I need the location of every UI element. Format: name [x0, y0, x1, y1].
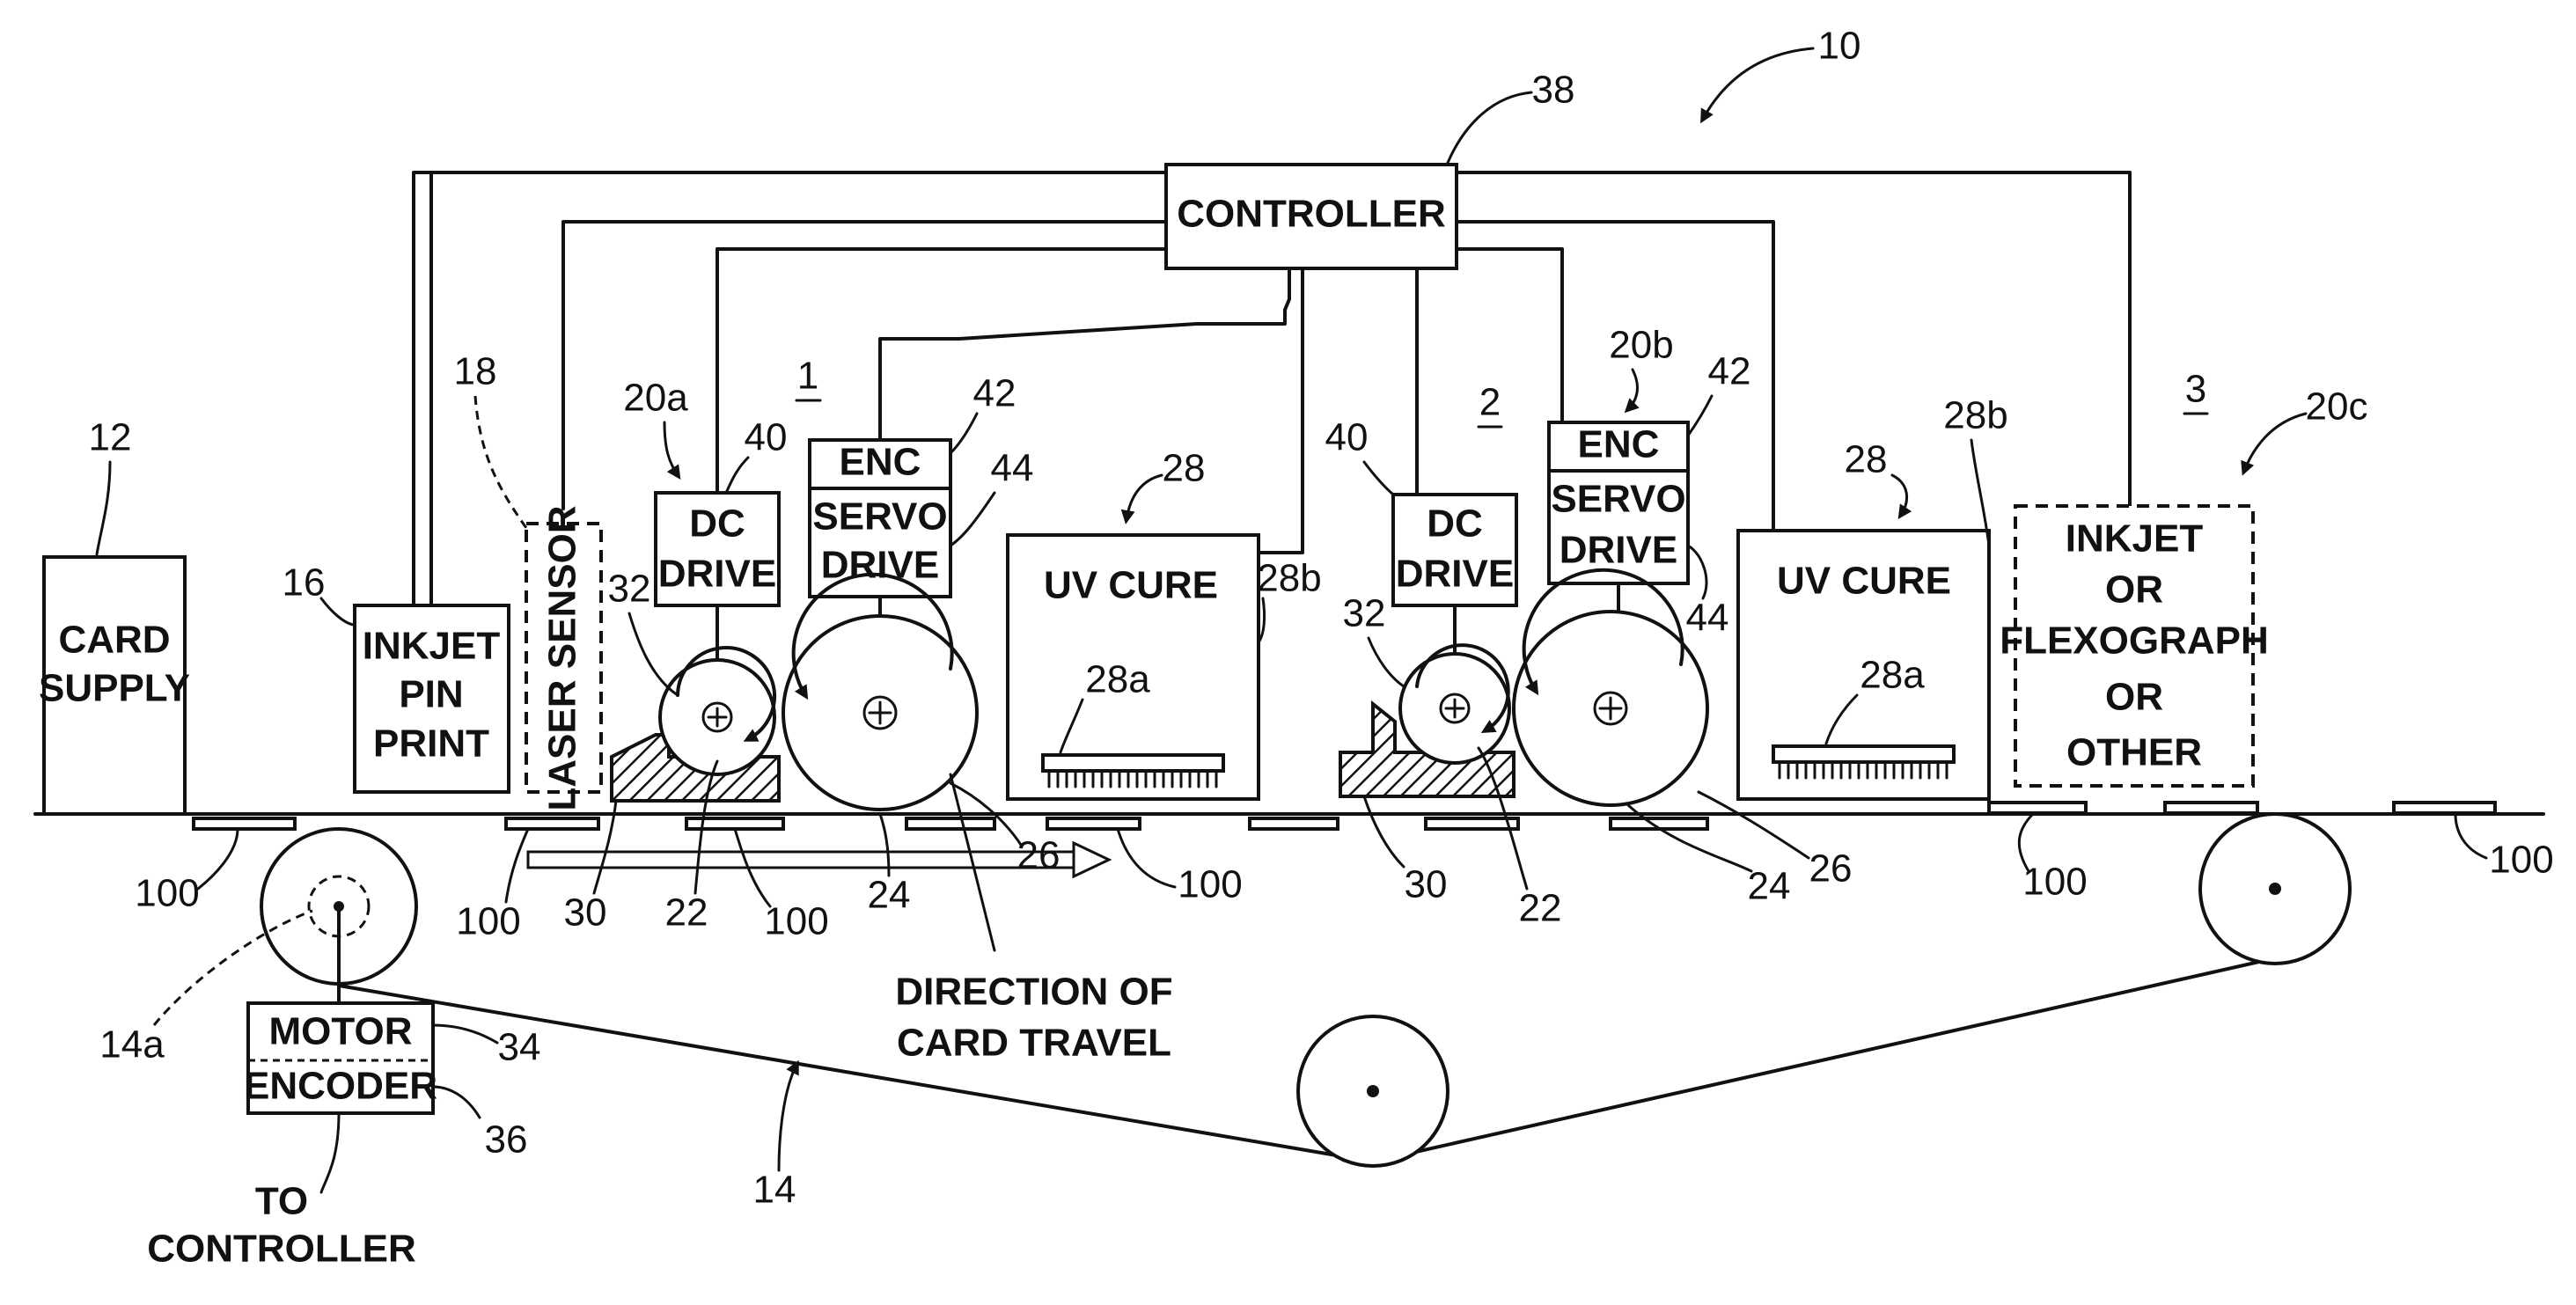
diagram-label: 44 — [991, 447, 1034, 490]
diagram-label: 32 — [608, 568, 651, 611]
diagram-label: OR — [2105, 568, 2163, 612]
diagram-label: INKJET — [2066, 517, 2204, 561]
diagram-label: 42 — [1708, 350, 1751, 393]
diagram-label: 28 — [1845, 438, 1888, 481]
diagram-label: UV CURE — [1044, 564, 1218, 607]
diagram-label: PIN — [399, 673, 463, 716]
diagram-label: 28b — [1943, 394, 2007, 437]
controller-box: CONTROLLER — [1166, 165, 1457, 268]
diagram-label: DRIVE — [1560, 529, 1677, 572]
diagram-label: CONTROLLER — [147, 1228, 416, 1271]
diagram-label: FLEXOGRAPH — [2000, 620, 2269, 663]
station-2: DC DRIVE ENC SERVO DRIVE UV CURE — [1340, 422, 1989, 805]
diagram-label: 22 — [1519, 887, 1562, 930]
diagram-label: 20a — [623, 377, 688, 420]
diagram-label: 36 — [485, 1118, 528, 1162]
inkjet-pin-print-block: INKJET PIN PRINT — [355, 172, 509, 792]
diagram-label: CARD — [58, 619, 170, 662]
diagram-label: 28a — [1860, 654, 1925, 697]
diagram-label: 18 — [454, 350, 497, 393]
diagram-label: LASER SENSOR — [541, 505, 584, 810]
diagram-label: CARD TRAVEL — [897, 1022, 1171, 1065]
diagram-label: 34 — [498, 1026, 541, 1069]
diagram-label: OTHER — [2066, 731, 2202, 774]
diagram-label: 44 — [1686, 597, 1729, 640]
diagram-label: 30 — [564, 891, 607, 935]
diagram-label: INKJET — [363, 625, 501, 668]
diagram-label: TO — [255, 1180, 308, 1223]
card-supply-block: CARD SUPPLY — [39, 557, 190, 814]
diagram-label: 30 — [1405, 863, 1448, 906]
diagram-label: 32 — [1343, 592, 1386, 635]
diagram-label: DC — [689, 502, 745, 546]
diagram-label: 38 — [1532, 69, 1575, 112]
diagram-label: 28a — [1085, 658, 1150, 701]
diagram-label: ENC — [840, 441, 921, 484]
diagram-label: 3 — [2185, 368, 2206, 411]
diagram-label: 16 — [283, 561, 326, 605]
diagram-label: SUPPLY — [39, 667, 190, 710]
diagram-label: 20b — [1609, 324, 1673, 367]
diagram-label: DRIVE — [821, 544, 939, 587]
diagram-label: OR — [2105, 676, 2163, 719]
diagram-label: 24 — [868, 874, 911, 917]
station-3-block: INKJET OR FLEXOGRAPH OR OTHER — [2000, 506, 2269, 786]
diagram-label: DRIVE — [658, 553, 776, 596]
diagram-label: 26 — [1809, 847, 1853, 891]
diagram-label: 28b — [1257, 557, 1321, 600]
diagram-label: 2 — [1479, 381, 1501, 424]
diagram-label: PRINT — [373, 722, 489, 766]
diagram-label: 40 — [745, 416, 788, 459]
diagram-label: ENC — [1578, 423, 1660, 466]
laser-sensor-block: LASER SENSOR — [526, 505, 601, 810]
diagram-label: MOTOR — [269, 1010, 413, 1053]
diagram-label: SERVO — [1551, 478, 1685, 521]
diagram-label: 100 — [135, 872, 199, 915]
diagram-label: DC — [1427, 502, 1483, 546]
diagram-label: 14a — [99, 1023, 165, 1067]
diagram-label: 42 — [973, 372, 1016, 415]
diagram-label: 1 — [797, 355, 818, 398]
diagram-label: 28 — [1163, 447, 1206, 490]
diagram-label: 100 — [456, 900, 520, 943]
diagram-label: 12 — [89, 416, 132, 459]
diagram-label: SERVO — [812, 495, 947, 539]
station-1: DC DRIVE ENC SERVO DRIVE UV CURE — [612, 440, 1259, 810]
diagram-label: 100 — [764, 900, 828, 943]
diagram-label: DRIVE — [1396, 553, 1514, 596]
diagram-label: 100 — [2022, 861, 2087, 904]
diagram-label: 10 — [1818, 25, 1861, 68]
diagram-label: 22 — [665, 891, 708, 935]
diagram-label: 100 — [1178, 863, 1242, 906]
diagram-label: 20c — [2306, 385, 2368, 429]
diagram-label: 40 — [1325, 416, 1369, 459]
diagram-label: DIRECTION OF — [895, 971, 1172, 1014]
controller-label: CONTROLLER — [1177, 193, 1446, 236]
diagram-label: ENCODER — [244, 1065, 437, 1108]
diagram-label: 24 — [1748, 865, 1791, 908]
diagram-label: 26 — [1017, 834, 1060, 877]
diagram-label: 14 — [753, 1169, 796, 1212]
diagram-label: UV CURE — [1777, 560, 1951, 603]
diagram-label: 100 — [2489, 839, 2553, 882]
